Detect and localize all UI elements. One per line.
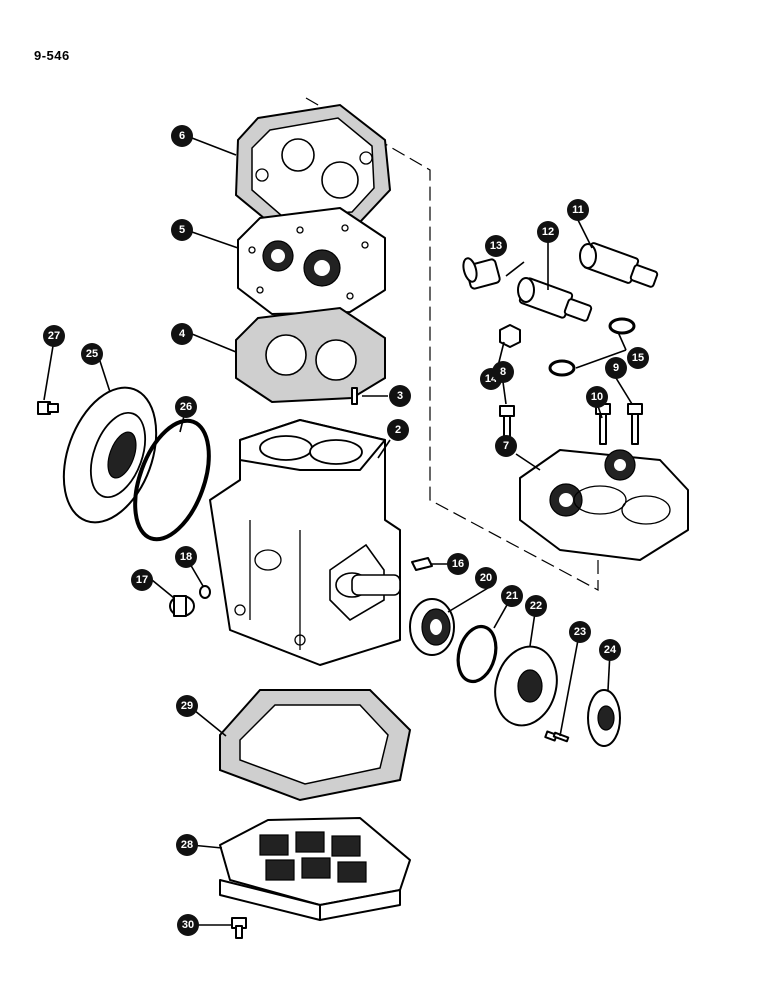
svg-text:28: 28 xyxy=(181,839,193,851)
callout-4: 4 xyxy=(171,323,193,345)
svg-text:22: 22 xyxy=(530,600,542,612)
part-29-base-gasket xyxy=(219,689,412,802)
callout-20: 20 xyxy=(475,567,497,589)
callout-25: 25 xyxy=(81,343,103,365)
part-22-seal-plate xyxy=(494,645,558,727)
callout-29: 29 xyxy=(176,695,198,717)
svg-text:23: 23 xyxy=(574,626,586,638)
part-21-o-ring xyxy=(456,624,498,684)
page-number: 9-546 xyxy=(34,48,70,63)
callout-30: 30 xyxy=(177,914,199,936)
callout-8: 8 xyxy=(492,361,514,383)
svg-text:29: 29 xyxy=(181,700,193,712)
part-9-bolt xyxy=(627,403,643,445)
part-15-o-ring-lower xyxy=(548,359,576,377)
callout-3: 3 xyxy=(389,385,411,407)
svg-text:7: 7 xyxy=(503,440,509,452)
part-16-key xyxy=(411,557,433,571)
part-13-fitting xyxy=(462,257,501,290)
callout-23: 23 xyxy=(569,621,591,643)
svg-text:12: 12 xyxy=(542,226,554,238)
svg-text:20: 20 xyxy=(480,572,492,584)
svg-text:24: 24 xyxy=(604,644,617,656)
callout-16: 16 xyxy=(447,553,469,575)
part-3-dowel-pin xyxy=(351,387,358,405)
part-28-base-plate xyxy=(219,817,411,921)
callout-17: 17 xyxy=(131,569,153,591)
callout-5: 5 xyxy=(171,219,193,241)
part-27-bolt xyxy=(37,401,59,415)
svg-text:5: 5 xyxy=(179,224,185,236)
svg-text:8: 8 xyxy=(500,366,506,378)
callout-9: 9 xyxy=(605,357,627,379)
svg-text:27: 27 xyxy=(48,330,60,342)
callout-12: 12 xyxy=(537,221,559,243)
callout-26: 26 xyxy=(175,396,197,418)
assembly-boundary-dashed xyxy=(305,97,599,592)
part-20-shaft-seal xyxy=(409,598,455,656)
svg-text:26: 26 xyxy=(180,401,192,413)
part-11-service-valve xyxy=(579,242,659,288)
part-6-gasket xyxy=(234,103,392,230)
callout-11: 11 xyxy=(567,199,589,221)
part-2-compressor-body xyxy=(209,419,401,666)
part-4-gasket xyxy=(235,306,386,404)
part-14-nut xyxy=(499,324,521,348)
svg-text:2: 2 xyxy=(395,424,401,436)
svg-text:13: 13 xyxy=(490,240,502,252)
part-18-o-ring xyxy=(199,585,211,599)
svg-text:16: 16 xyxy=(452,558,464,570)
svg-text:4: 4 xyxy=(179,328,186,340)
callout-15: 15 xyxy=(627,347,649,369)
svg-text:10: 10 xyxy=(591,391,603,403)
callout-24: 24 xyxy=(599,639,621,661)
svg-text:3: 3 xyxy=(397,390,403,402)
callout-22: 22 xyxy=(525,595,547,617)
callout-13: 13 xyxy=(485,235,507,257)
callout-27: 27 xyxy=(43,325,65,347)
svg-text:17: 17 xyxy=(136,574,148,586)
svg-text:25: 25 xyxy=(86,348,98,360)
svg-text:11: 11 xyxy=(572,204,584,216)
callout-18: 18 xyxy=(175,546,197,568)
part-23-screw xyxy=(544,730,570,743)
part-17-plug xyxy=(169,595,195,617)
part-24-dust-cover xyxy=(587,689,621,747)
callout-7: 7 xyxy=(495,435,517,457)
callout-2: 2 xyxy=(387,419,409,441)
part-7-cylinder-head xyxy=(519,449,689,561)
part-5-valve-plate xyxy=(237,207,386,315)
part-12-service-valve xyxy=(517,277,593,322)
callout-21: 21 xyxy=(501,585,523,607)
part-15-o-ring-upper xyxy=(608,317,636,335)
callout-10: 10 xyxy=(586,386,608,408)
part-26-o-ring xyxy=(133,418,211,542)
svg-text:6: 6 xyxy=(179,130,185,142)
part-10-bolt xyxy=(595,403,611,445)
svg-text:15: 15 xyxy=(632,352,644,364)
part-30-bolt xyxy=(231,917,247,939)
callout-28: 28 xyxy=(176,834,198,856)
svg-text:21: 21 xyxy=(506,590,518,602)
svg-text:30: 30 xyxy=(182,919,194,931)
svg-text:18: 18 xyxy=(180,551,192,563)
svg-text:9: 9 xyxy=(613,362,619,374)
part-25-front-cover xyxy=(62,386,158,524)
callout-6: 6 xyxy=(171,125,193,147)
